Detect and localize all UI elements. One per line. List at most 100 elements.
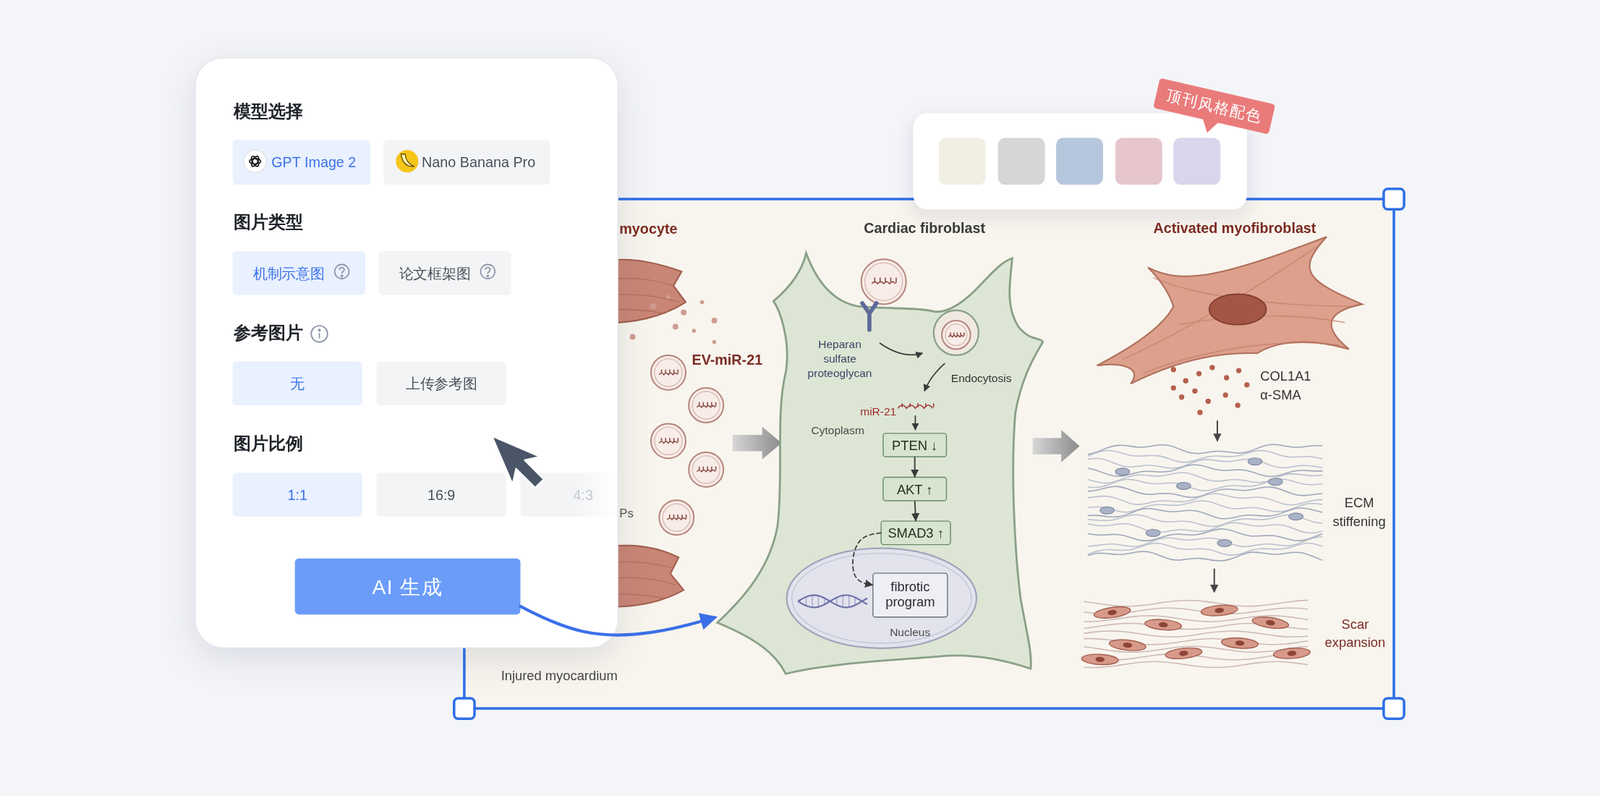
option-button: 论文框架图 <box>378 250 511 296</box>
collagen-dot <box>1183 378 1189 384</box>
node-text: 顶刊风格配色 <box>1164 86 1265 126</box>
rna-strand <box>871 277 897 284</box>
secretion-dot <box>712 339 717 345</box>
section-heading: 图片比例 <box>233 433 304 455</box>
collagen-dot <box>1192 388 1198 394</box>
dna-rung <box>805 596 807 606</box>
node-text: 1:1 <box>287 486 307 504</box>
scar-cell-nucleus <box>1095 656 1105 662</box>
dna-rung <box>842 595 844 607</box>
myofibroblast-cell <box>1097 236 1363 384</box>
scar-cell <box>1220 636 1259 650</box>
vesicle-membrane <box>654 358 683 387</box>
info-icon-stem <box>318 332 321 339</box>
secretion-dot <box>672 323 679 330</box>
resize-handle <box>1383 698 1404 719</box>
collagen-dot <box>1171 384 1177 390</box>
vesicle <box>688 387 724 423</box>
collagen-dot <box>1209 364 1215 370</box>
node-text: AKT ↑ <box>896 481 934 498</box>
vesicle <box>688 452 724 487</box>
scar-cell-body <box>1164 645 1203 660</box>
cell-title: Cardiac fibroblast <box>863 219 986 237</box>
scar-cell-body <box>1220 636 1259 650</box>
flow-arrow <box>1213 568 1216 592</box>
pathway-box: AKT ↑ <box>882 476 947 502</box>
fibroblast-dot <box>1288 512 1304 521</box>
ecm-fiber <box>1087 449 1323 462</box>
ecm-fiber <box>1087 528 1323 541</box>
model-logo <box>249 154 262 168</box>
pathway-box: PTEN ↓ <box>882 432 947 458</box>
tissue-label: Injured myocardium <box>501 667 618 684</box>
fibroblast-cell: Cardiac fibroblastCytoplasmPTEN ↓AKT ↑SM… <box>713 250 1046 679</box>
model-icon <box>395 149 419 173</box>
nuclear-envelope-inner <box>792 553 972 644</box>
scar-cell-nucleus <box>1214 607 1224 614</box>
rna-strand <box>658 369 678 375</box>
collagen-dot <box>1196 371 1202 377</box>
receptor-label: Heparan sulfate proteoglycan <box>802 337 878 380</box>
color-swatch <box>1173 137 1221 185</box>
vesicle <box>861 258 907 304</box>
secretion-dot <box>700 300 705 305</box>
scar-cell-nucleus <box>1107 609 1118 616</box>
cell-nucleus <box>1209 293 1267 325</box>
secretion-dot <box>630 334 636 340</box>
scar-cell <box>1251 614 1289 631</box>
stress-fiber <box>1122 246 1352 374</box>
model-logo-loop <box>250 154 261 168</box>
node-text: 论文框架图 <box>399 264 471 283</box>
node-text: fibrotic program <box>880 579 940 610</box>
banana-glyph <box>400 154 414 167</box>
outcome-label: Scar expansion <box>1318 615 1393 652</box>
info-icon-dot <box>318 329 320 331</box>
secretion-dot <box>650 303 657 309</box>
model-logo-loop <box>250 154 261 168</box>
molecule-label: miR-21 <box>860 405 897 419</box>
collagen-dot <box>1171 366 1177 372</box>
dna-rung <box>854 597 855 606</box>
fibroblast-dot <box>1217 539 1232 547</box>
color-swatch <box>998 137 1046 185</box>
fibroblast-dot <box>1268 478 1284 486</box>
resize-handle <box>454 698 475 719</box>
vesicle <box>650 355 686 390</box>
node-text: PTEN ↓ <box>891 437 938 454</box>
option-button: 16:9 <box>376 472 507 517</box>
ecm-fiber <box>1087 551 1323 561</box>
option-button: 机制示意图 <box>232 250 366 296</box>
collagen-dot <box>1223 392 1229 398</box>
scar-fiber <box>1083 630 1308 637</box>
section-heading: 参考图片 <box>233 323 304 345</box>
node-text: 无 <box>290 374 305 393</box>
panel-title: Activated myofibroblast <box>1152 219 1316 237</box>
vesicle-membrane <box>865 262 903 301</box>
color-swatch <box>1056 137 1104 185</box>
scar-cell <box>1164 645 1203 660</box>
collagen-dot <box>1179 394 1185 400</box>
settings-panel: 模型选择图片类型参考图片图片比例GPT Image 2Nano Banana P… <box>194 57 618 649</box>
endocytic-pocket <box>933 310 979 356</box>
secretion-dot <box>680 309 687 316</box>
node-text: 上传参考图 <box>405 374 478 393</box>
rna-strand <box>697 466 717 472</box>
rna-strand <box>697 402 717 408</box>
scar-fiber <box>1083 600 1308 607</box>
vesicle <box>658 499 694 535</box>
scar-cell <box>1273 646 1311 660</box>
node-text: Nano Banana Pro <box>421 154 536 172</box>
scar-cell <box>1200 603 1239 617</box>
vesicle-membrane <box>945 324 968 346</box>
fibroblast-dot <box>1100 506 1115 514</box>
scar-cell-nucleus <box>1122 641 1133 648</box>
scar-cell-body <box>1144 617 1182 631</box>
scar-cell-body <box>1093 604 1132 620</box>
node-text: AI 生成 <box>372 574 444 599</box>
style-tag: 顶刊风格配色 <box>1152 78 1276 135</box>
dna-rung <box>811 595 813 608</box>
secretion-dot <box>691 328 696 333</box>
collagen-dot <box>1205 398 1211 404</box>
generate-button: AI 生成 <box>295 558 521 615</box>
section-heading: 模型选择 <box>233 101 304 123</box>
